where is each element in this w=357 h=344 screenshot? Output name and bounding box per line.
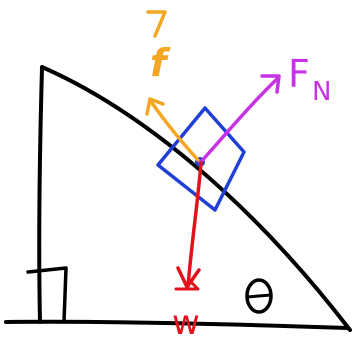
block xyxy=(156,106,246,212)
normal-force-label-text: F xyxy=(288,52,310,96)
right-angle-marker xyxy=(26,266,68,324)
incline-slope xyxy=(40,65,352,332)
normal-force-label: F N xyxy=(288,52,331,107)
normal-force-arrow xyxy=(198,74,281,165)
normal-force-label-subscript: N xyxy=(312,77,331,107)
friction-label: f xyxy=(146,10,171,85)
friction-force-arrow xyxy=(145,97,200,162)
weight-force-arrow xyxy=(176,161,203,289)
weight-label-text: w xyxy=(172,303,200,343)
friction-label-text: f xyxy=(150,41,171,85)
incline-vertical-side xyxy=(37,66,44,324)
angle-label: θ xyxy=(245,278,273,314)
weight-label: w xyxy=(172,281,200,343)
